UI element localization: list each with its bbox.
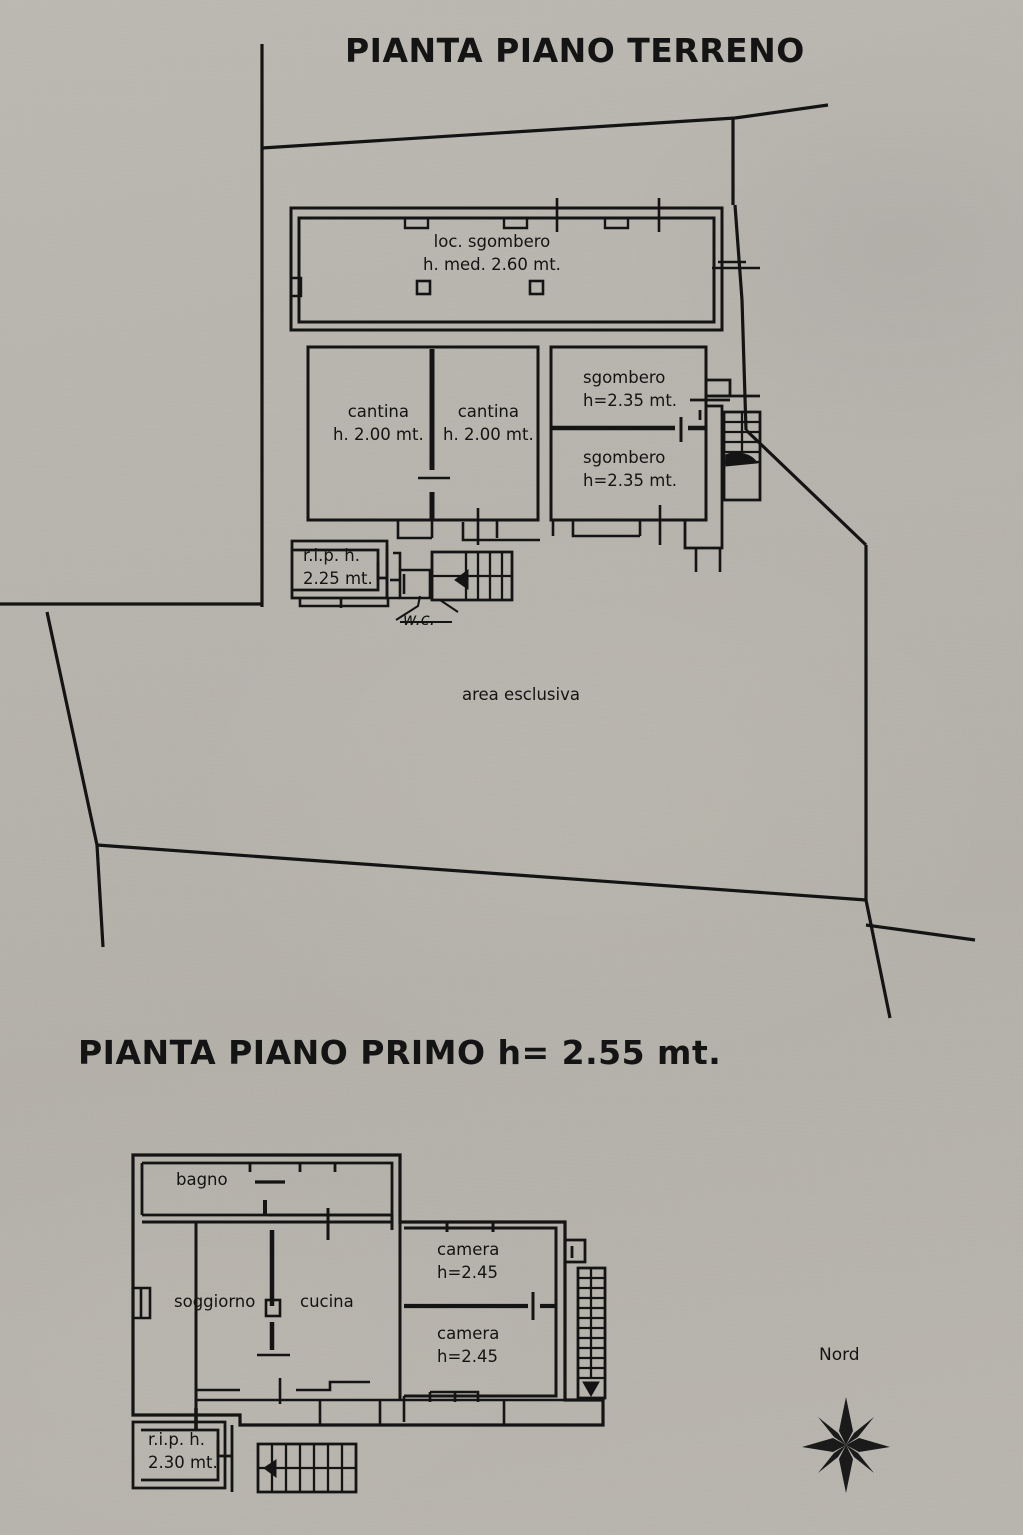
room-label-camera-1: camera h=2.45 — [437, 1238, 499, 1284]
room-label-camera-2: camera h=2.45 — [437, 1322, 499, 1368]
room-camera-group — [404, 1222, 558, 1398]
room-loc-sgombero — [289, 206, 724, 332]
room-cantina-group — [306, 345, 540, 522]
interior-wall — [142, 1208, 402, 1420]
room-label-soggiorno: soggiorno — [174, 1292, 256, 1311]
landing-first-floor — [565, 1238, 587, 1264]
room-height: h=2.35 mt. — [583, 391, 678, 410]
room-height: 2.25 mt. — [303, 569, 373, 588]
room-label-bagno: bagno — [176, 1170, 228, 1189]
area-esclusiva-label: area esclusiva — [462, 685, 580, 704]
annex-right — [683, 378, 760, 550]
first-floor-envelope — [131, 1153, 605, 1427]
page-title-first-floor: PIANTA PIANO PRIMO h= 2.55 mt. — [78, 1033, 722, 1072]
room-label-sgombero-1: sgombero h=2.35 mt. — [583, 366, 677, 412]
stair-direction-arrow-first — [582, 1381, 600, 1398]
room-label-wc: w.c. — [403, 610, 436, 629]
window-left-first-floor — [133, 1286, 152, 1320]
room-height: h. 2.00 mt. — [443, 425, 534, 444]
room-label-loc-sgombero: loc. sgombero h. med. 2.60 mt. — [423, 230, 561, 276]
room-height: h. 2.00 mt. — [333, 425, 424, 444]
room-name: camera — [437, 1240, 500, 1259]
wall-segment — [551, 505, 662, 545]
wc-leader-line — [395, 595, 421, 621]
room-wc — [298, 545, 432, 608]
compass-label-nord: Nord — [819, 1345, 860, 1365]
page-title-ground-floor: PIANTA PIANO TERRENO — [345, 31, 805, 70]
room-label-cantina-1: cantina h. 2.00 mt. — [333, 400, 424, 446]
bottom-wall-detail — [196, 1378, 565, 1425]
room-name: cantina — [347, 402, 409, 421]
wall-segment — [396, 508, 540, 545]
room-label-cantina-2: cantina h. 2.00 mt. — [443, 400, 534, 446]
room-height: h=2.45 — [437, 1263, 499, 1282]
room-label-sgombero-2: sgombero h=2.35 mt. — [583, 446, 677, 492]
stair-direction-arrow — [725, 452, 758, 467]
staircase-wc — [430, 550, 514, 602]
room-bagno — [140, 1161, 394, 1217]
room-name: loc. sgombero — [433, 232, 551, 251]
room-rip-first — [131, 1408, 232, 1490]
staircase-first — [576, 1266, 607, 1400]
property-boundary — [0, 44, 976, 1019]
compass-rose-icon — [802, 1397, 890, 1493]
room-label-rip-first: r.i.p. h. 2.30 mt. — [148, 1428, 218, 1474]
window-tick — [555, 198, 760, 270]
vertical-ticks — [694, 260, 746, 572]
room-name: cantina — [457, 402, 519, 421]
room-sgombero-group — [549, 345, 708, 522]
room-label-cucina: cucina — [300, 1292, 354, 1311]
room-name: sgombero — [583, 368, 666, 387]
room-height: 2.30 mt. — [148, 1453, 218, 1472]
room-height: h. med. 2.60 mt. — [423, 255, 561, 274]
room-height: h=2.45 — [437, 1347, 499, 1366]
stair-direction-arrow-bottom — [263, 1459, 277, 1478]
stair-direction-arrow-wc — [454, 568, 469, 590]
room-label-rip-ground: r.i.p. h. 2.25 mt. — [303, 544, 373, 590]
room-name: camera — [437, 1324, 500, 1343]
pillar-marker — [415, 279, 545, 296]
room-name: r.i.p. h. — [303, 546, 361, 565]
room-height: h=2.35 mt. — [583, 471, 678, 490]
room-name: sgombero — [583, 448, 666, 467]
room-name: r.i.p. h. — [148, 1430, 206, 1449]
